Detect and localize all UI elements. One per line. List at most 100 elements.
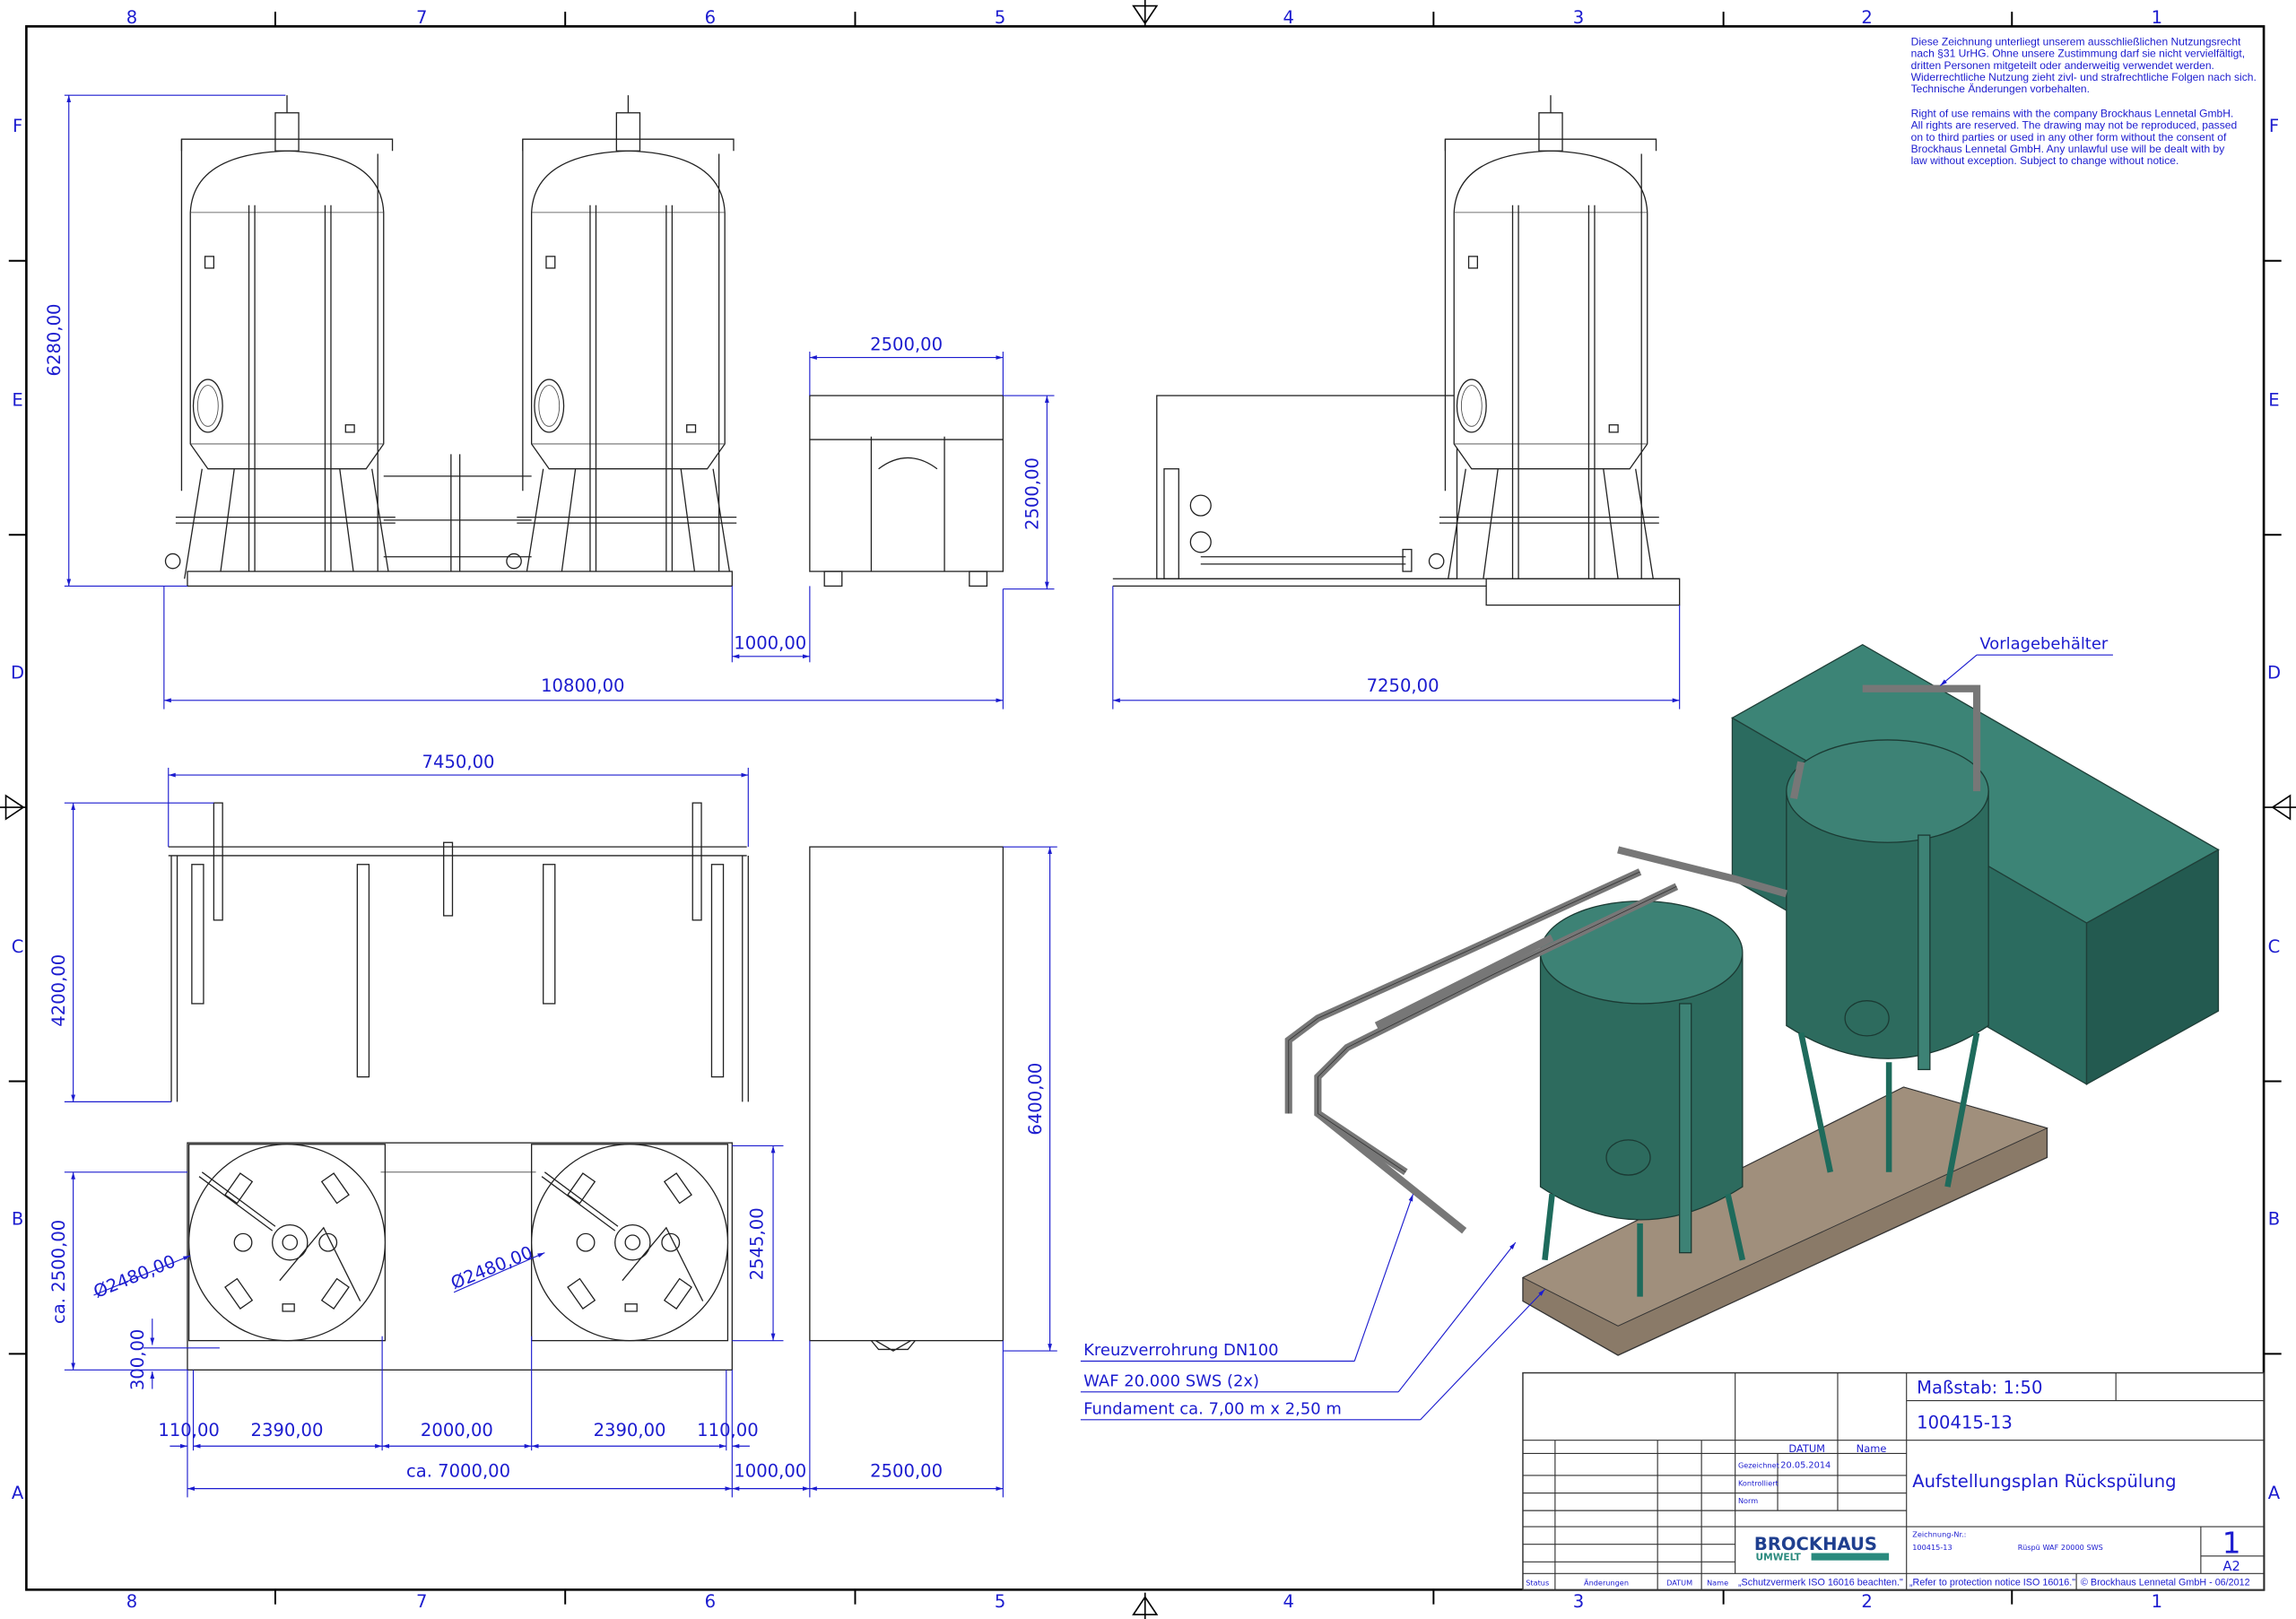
svg-text:7: 7 <box>416 7 427 28</box>
checked-label: Kontrolliert <box>1738 1478 1779 1487</box>
svg-text:2: 2 <box>1861 1591 1872 1612</box>
svg-text:dritten Personen mitgeteilt od: dritten Personen mitgeteilt oder anderwe… <box>1911 59 2214 72</box>
dim-seg-2000: 2000,00 <box>421 1420 493 1441</box>
svg-text:UMWELT: UMWELT <box>1756 1552 1802 1563</box>
paper-format: A2 <box>2222 1559 2239 1574</box>
dim-box-width-top: 2500,00 <box>870 334 943 354</box>
svg-text:1: 1 <box>2152 7 2162 28</box>
dim-side-length: 7250,00 <box>1367 675 1439 696</box>
row-labels: F E D C B A F E D C B A <box>11 116 2281 1503</box>
callout-tanks: WAF 20.000 SWS (2x) <box>1083 1371 1259 1390</box>
dim-total-length: 10800,00 <box>541 675 624 696</box>
svg-text:nach §31 UrHG. Ohne unsere Zus: nach §31 UrHG. Ohne unsere Zustimmung da… <box>1911 48 2245 60</box>
dim-seg-2390-right: 2390,00 <box>594 1420 666 1441</box>
svg-text:Technische Änderungen vorbehal: Technische Änderungen vorbehalten. <box>1911 83 2090 95</box>
callouts: Vorlagebehälter Kreuzverrohrung DN100 WA… <box>1080 635 2113 1421</box>
dim-box-height: 2500,00 <box>1022 457 1043 530</box>
dim-seg-2390-left: 2390,00 <box>251 1420 324 1441</box>
dim-diameter-left: Ø2480,00 <box>91 1250 178 1301</box>
drawn-date: 20.05.2014 <box>1780 1461 1831 1471</box>
dim-seg-110-right: 110,00 <box>697 1420 758 1441</box>
svg-text:4: 4 <box>1283 1591 1294 1612</box>
foundation-front <box>187 570 733 588</box>
rev-changes-header: Änderungen <box>1584 1578 1629 1587</box>
svg-text:Right of use remains with the: Right of use remains with the company Br… <box>1911 108 2234 120</box>
svg-text:C: C <box>2268 936 2281 957</box>
copyright-text: © Brockhaus Lennetal GmbH - 06/2012 <box>2081 1577 2250 1588</box>
dim-front-height: 6280,00 <box>44 303 65 376</box>
svg-text:Diese Zeichnung unterliegt uns: Diese Zeichnung unterliegt unserem aussc… <box>1911 36 2241 48</box>
svg-text:F: F <box>13 116 22 136</box>
svg-text:Brockhaus Lennetal GmbH. Any u: Brockhaus Lennetal GmbH. Any unlawful us… <box>1911 143 2226 155</box>
drawing-description: Rüspü WAF 20000 SWS <box>2018 1543 2103 1552</box>
svg-text:Widerrechtliche Nutzung zieht: Widerrechtliche Nutzung zieht zivl- und … <box>1911 71 2257 83</box>
protection-notice-de: „Schutzvermerk ISO 16016 beachten." <box>1738 1577 1903 1588</box>
svg-text:C: C <box>12 936 24 957</box>
column-labels: 8 7 6 5 4 3 2 1 8 7 6 5 4 3 2 1 <box>126 7 2162 1612</box>
svg-text:6: 6 <box>705 7 716 28</box>
svg-text:law without exception. Subject: law without exception. Subject to change… <box>1911 154 2179 167</box>
drawing-number-label: Zeichnung-Nr.: <box>1912 1530 1966 1539</box>
project-number: 100415-13 <box>1917 1413 2013 1433</box>
rev-date-header: DATUM <box>1666 1578 1692 1587</box>
dim-box-width-bottom: 2500,00 <box>870 1461 943 1482</box>
svg-text:All rights are reserved. The d: All rights are reserved. The drawing may… <box>1911 119 2238 132</box>
svg-text:5: 5 <box>995 7 1005 28</box>
callout-piping: Kreuzverrohrung DN100 <box>1083 1341 1278 1360</box>
tank-front-right <box>506 94 737 579</box>
tank-iso-left <box>1539 900 1746 1297</box>
svg-text:3: 3 <box>1573 7 1584 28</box>
svg-text:D: D <box>11 662 24 683</box>
sheet-number: 1 <box>2222 1526 2241 1560</box>
svg-text:on to third parties or used in: on to third parties or used in any other… <box>1911 131 2227 144</box>
rev-name-header: Name <box>1707 1578 1728 1587</box>
piping-view: 7450,00 4200,00 <box>48 752 749 1102</box>
svg-text:BROCKHAUS: BROCKHAUS <box>1754 1534 1877 1554</box>
drawing-number: 100415-13 <box>1912 1543 1952 1552</box>
dim-gap-bottom: 1000,00 <box>734 1461 806 1482</box>
name-header: Name <box>1857 1442 1887 1455</box>
brockhaus-logo: BROCKHAUS UMWELT <box>1754 1534 1890 1563</box>
top-view: Ø2480,00 Ø2480,00 ca. 2500,00 300,00 254… <box>48 846 1057 1498</box>
svg-text:8: 8 <box>126 1591 137 1612</box>
datum-header: DATUM <box>1788 1442 1825 1455</box>
piping-iso-outline <box>1288 871 1677 1173</box>
svg-text:5: 5 <box>995 1591 1005 1612</box>
tank-side <box>1428 94 1660 579</box>
copyright-notice: Diese Zeichnung unterliegt unserem aussc… <box>1911 36 2257 167</box>
svg-text:A: A <box>12 1483 24 1503</box>
dim-base-depth: ca. 2500,00 <box>48 1220 69 1324</box>
tank-top-right <box>530 1144 729 1342</box>
front-view: 6280,00 2500,00 2500,00 1000,00 10800,00 <box>44 94 1055 709</box>
frame-ticks <box>8 12 2282 1605</box>
isometric-view <box>1284 643 2220 1356</box>
side-view: 7250,00 <box>1112 94 1681 709</box>
dim-tank-depth: 2545,00 <box>747 1207 768 1280</box>
callout-foundation: Fundament ca. 7,00 m x 2,50 m <box>1083 1399 1342 1418</box>
callout-tank-box: Vorlagebehälter <box>1979 635 2109 654</box>
protection-notice-en: „Refer to protection notice ISO 16016." <box>1909 1577 2075 1588</box>
dim-seg-110-left: 110,00 <box>158 1420 219 1441</box>
tank-box-top <box>809 846 1004 1342</box>
svg-text:E: E <box>12 389 22 410</box>
drawing-title: Aufstellungsplan Rückspülung <box>1912 1471 2176 1492</box>
dim-pipe-width: 7450,00 <box>422 752 495 772</box>
svg-text:A: A <box>2268 1483 2281 1503</box>
svg-text:E: E <box>2268 389 2279 410</box>
dim-gap-front: 1000,00 <box>734 633 806 654</box>
svg-text:4: 4 <box>1283 7 1294 28</box>
tank-iso-right <box>1786 739 1989 1188</box>
drawn-label: Gezeichnet <box>1738 1461 1779 1470</box>
svg-text:2: 2 <box>1861 7 1872 28</box>
scale-label: Maßstab: 1:50 <box>1917 1377 2042 1397</box>
tank-front-left <box>164 94 396 579</box>
tank-box-side <box>1156 395 1458 579</box>
dim-base-offset: 300,00 <box>127 1329 148 1391</box>
svg-text:B: B <box>12 1209 23 1230</box>
dim-overall: ca. 7000,00 <box>406 1461 510 1482</box>
svg-text:6: 6 <box>705 1591 716 1612</box>
svg-text:B: B <box>2268 1209 2280 1230</box>
tank-top-left <box>187 1144 387 1342</box>
